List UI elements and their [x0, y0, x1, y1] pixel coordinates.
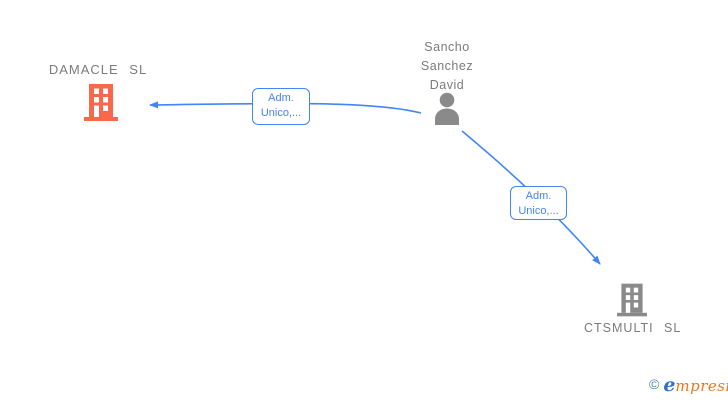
edge-label-right-line2: Unico,...	[518, 205, 559, 217]
node-company-damacle[interactable]: DAMACLE SL	[40, 62, 156, 121]
edge-label-left-line1: Adm.	[268, 92, 294, 104]
node-person-sancho-sanchez-david[interactable]: Sancho Sanchez David	[395, 38, 499, 125]
node-company-ctsmulti[interactable]: CTSMULTI SL	[584, 283, 680, 335]
building-icon	[617, 283, 647, 317]
person-name-line1: Sancho	[424, 40, 470, 54]
building-icon	[84, 84, 118, 121]
empresia-logo[interactable]: ©empresia	[649, 374, 728, 396]
company-damacle-label: DAMACLE SL	[48, 62, 148, 77]
person-icon	[435, 92, 459, 125]
person-name-line2: Sanchez	[420, 59, 474, 73]
edge-label-adm-unico-left[interactable]: Adm. Unico,...	[252, 88, 310, 125]
edge-label-right-line1: Adm.	[525, 190, 552, 202]
company-ctsmulti-label: CTSMULTI SL	[584, 321, 682, 335]
edge-label-adm-unico-right[interactable]: Adm. Unico,...	[510, 186, 567, 220]
copyright-icon: ©	[649, 376, 660, 392]
person-name: Sancho Sanchez David	[395, 38, 499, 95]
person-name-line3: David	[429, 78, 465, 92]
empresia-brand-text: mpresia	[675, 377, 728, 395]
empresia-brand-initial: e	[663, 374, 676, 396]
edge-label-left-line2: Unico,...	[260, 107, 302, 119]
